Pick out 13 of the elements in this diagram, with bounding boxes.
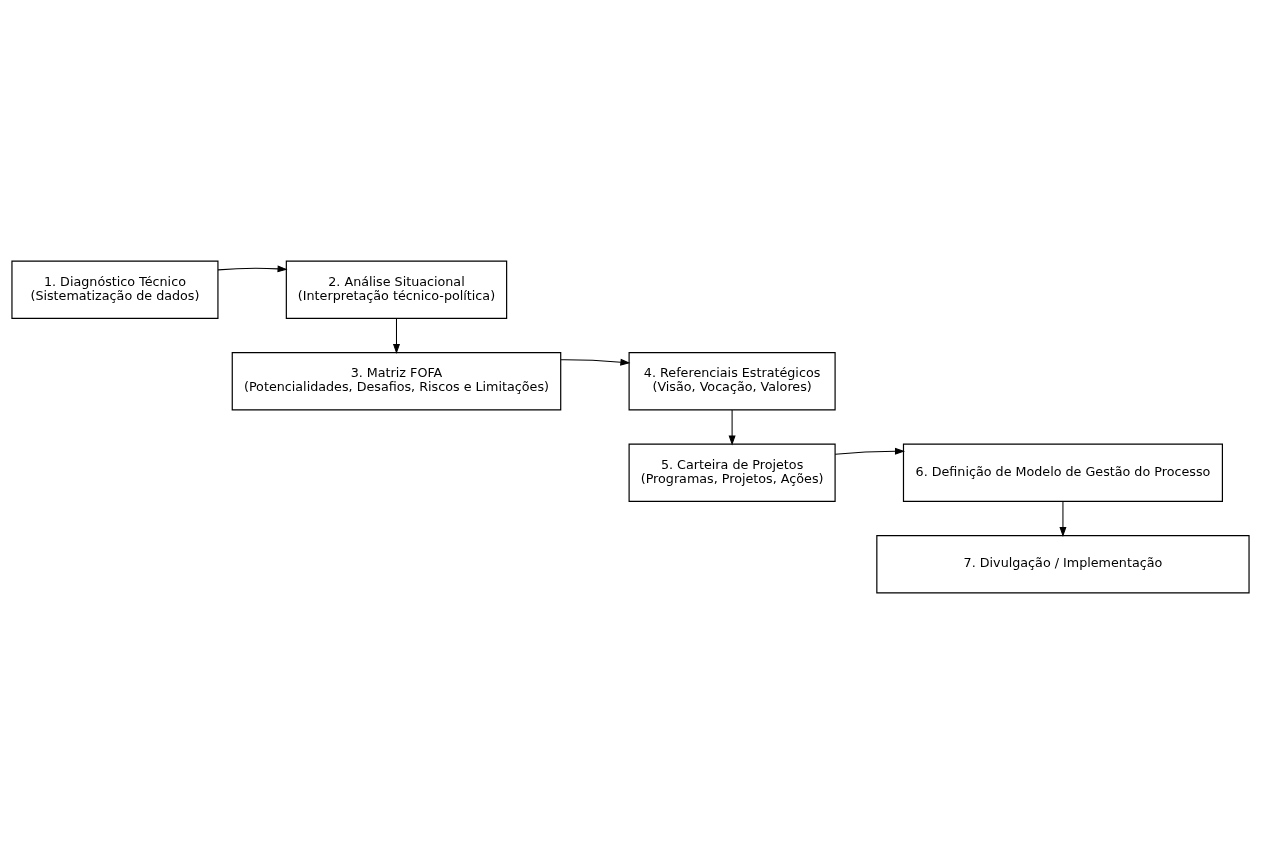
node-box: 6. Definição de Modelo de Gestão do Processo bbox=[902, 443, 1223, 502]
arrow bbox=[560, 358, 631, 366]
node-box: 2. Análise Situacional (Interpretação técnico-política) bbox=[285, 260, 508, 320]
node-box: 7. Divulgação / Implementação bbox=[876, 534, 1250, 594]
node-box: 4. Referenciais Estratégicos (Visão, Vocação, Valores) bbox=[628, 352, 836, 411]
arrow bbox=[834, 447, 905, 455]
node-box: 5. Carteira de Projetos (Programas, Projetos, Ações) bbox=[628, 443, 836, 502]
arrow bbox=[728, 409, 736, 446]
arrow bbox=[392, 318, 400, 355]
node-box: 1. Diagnóstico Técnico (Sistematização de dados) bbox=[11, 260, 219, 320]
node-box: 3. Matriz FOFA (Potencialidades, Desafios, Riscos e Limitações) bbox=[231, 352, 562, 411]
arrow bbox=[217, 265, 288, 273]
arrow bbox=[1059, 500, 1067, 538]
